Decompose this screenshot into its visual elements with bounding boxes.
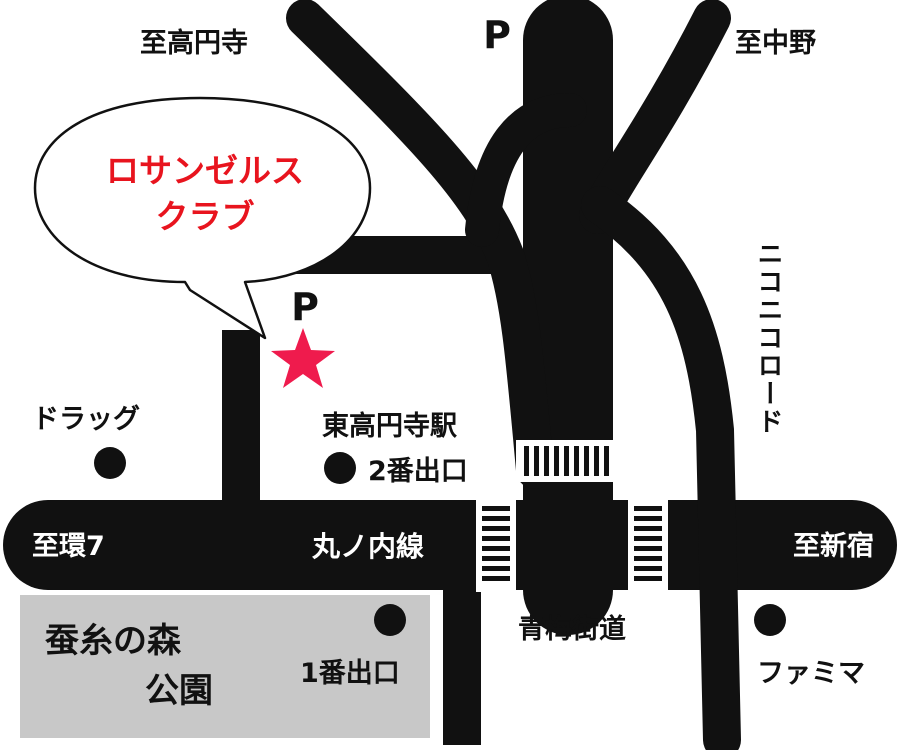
- label-familymart: ファミマ: [757, 658, 865, 689]
- road-curve-upper: [465, 93, 587, 247]
- road-diagonal-nakano: [579, 0, 731, 234]
- crosswalk-top: [516, 440, 620, 482]
- park-area: [20, 595, 430, 738]
- label-exit2: 2番出口: [368, 456, 468, 487]
- speech-bubble-shape: [33, 96, 372, 340]
- store-speech-bubble: ロサンゼルス クラブ: [33, 96, 372, 340]
- star-icon: [271, 328, 335, 388]
- station-exit1-dot: [374, 604, 406, 636]
- familymart-dot: [754, 604, 786, 636]
- label-to-koenji: 至高円寺: [140, 27, 248, 59]
- parking-icon-top: P: [483, 13, 511, 57]
- label-to-kan7: 至環7: [32, 531, 105, 562]
- road-diagonal-koenji: [286, 0, 554, 489]
- label-park-line2: 公園: [145, 671, 213, 711]
- label-to-nakano: 至中野: [735, 28, 816, 59]
- crosswalks: [476, 440, 668, 592]
- store-name-line2: クラブ: [156, 197, 255, 236]
- label-nikoniko-road: ニコニコロード: [753, 240, 783, 436]
- label-station-name: 東高円寺駅: [322, 410, 457, 442]
- label-ome-kaido: 青梅街道: [518, 613, 626, 645]
- road-nikoniko-curve: [581, 186, 741, 750]
- label-drugstore: ドラッグ: [32, 403, 140, 435]
- store-name-line1: ロサンゼルス: [106, 151, 304, 190]
- label-exit1: 1番出口: [300, 658, 400, 689]
- label-marunouchi-line: 丸ノ内線: [311, 530, 424, 563]
- station-exit2-dot: [324, 452, 356, 484]
- parking-icon-store: P: [291, 285, 319, 329]
- label-park-line1: 蚕糸の森: [45, 621, 182, 661]
- label-to-shinjuku: 至新宿: [793, 530, 874, 562]
- drugstore-dot: [94, 447, 126, 479]
- crosswalk-right: [628, 500, 668, 592]
- crosswalk-left: [476, 500, 516, 592]
